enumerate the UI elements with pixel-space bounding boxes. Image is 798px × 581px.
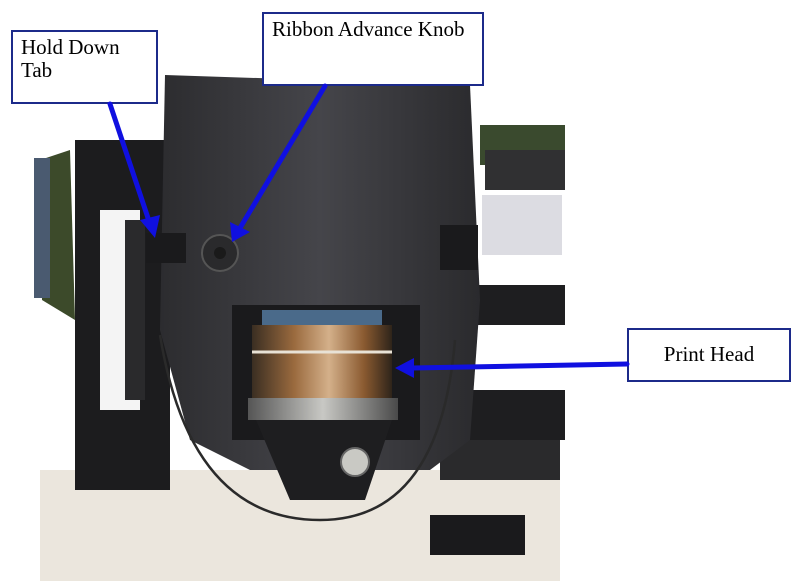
- print-head-screw: [340, 447, 370, 477]
- bottom-bracket: [430, 515, 525, 555]
- left-board-edge: [34, 158, 50, 298]
- right-hold-down-tab-shape: [440, 225, 478, 270]
- ribbon-cable: [482, 195, 562, 255]
- print-head-base: [248, 398, 398, 420]
- hold-down-tab-shape: [146, 233, 186, 263]
- hold-down-tab-label: Hold Down Tab: [21, 35, 120, 82]
- ribbon-wire: [158, 334, 457, 522]
- print-head-callout: Print Head: [627, 328, 791, 382]
- right-gear: [485, 150, 565, 190]
- ribbon-advance-knob-label: Ribbon Advance Knob: [272, 17, 465, 41]
- print-head-nose: [256, 420, 392, 500]
- hold-down-tab-callout: Hold Down Tab: [11, 30, 158, 104]
- knob-center: [214, 247, 226, 259]
- ribbon-advance-knob-callout: Ribbon Advance Knob: [262, 12, 484, 86]
- right-rail-upper: [470, 285, 565, 325]
- left-frame-inner: [125, 220, 145, 400]
- print-head-label: Print Head: [663, 342, 755, 366]
- print-head-drum: [252, 325, 392, 400]
- right-rail-lower: [470, 390, 565, 440]
